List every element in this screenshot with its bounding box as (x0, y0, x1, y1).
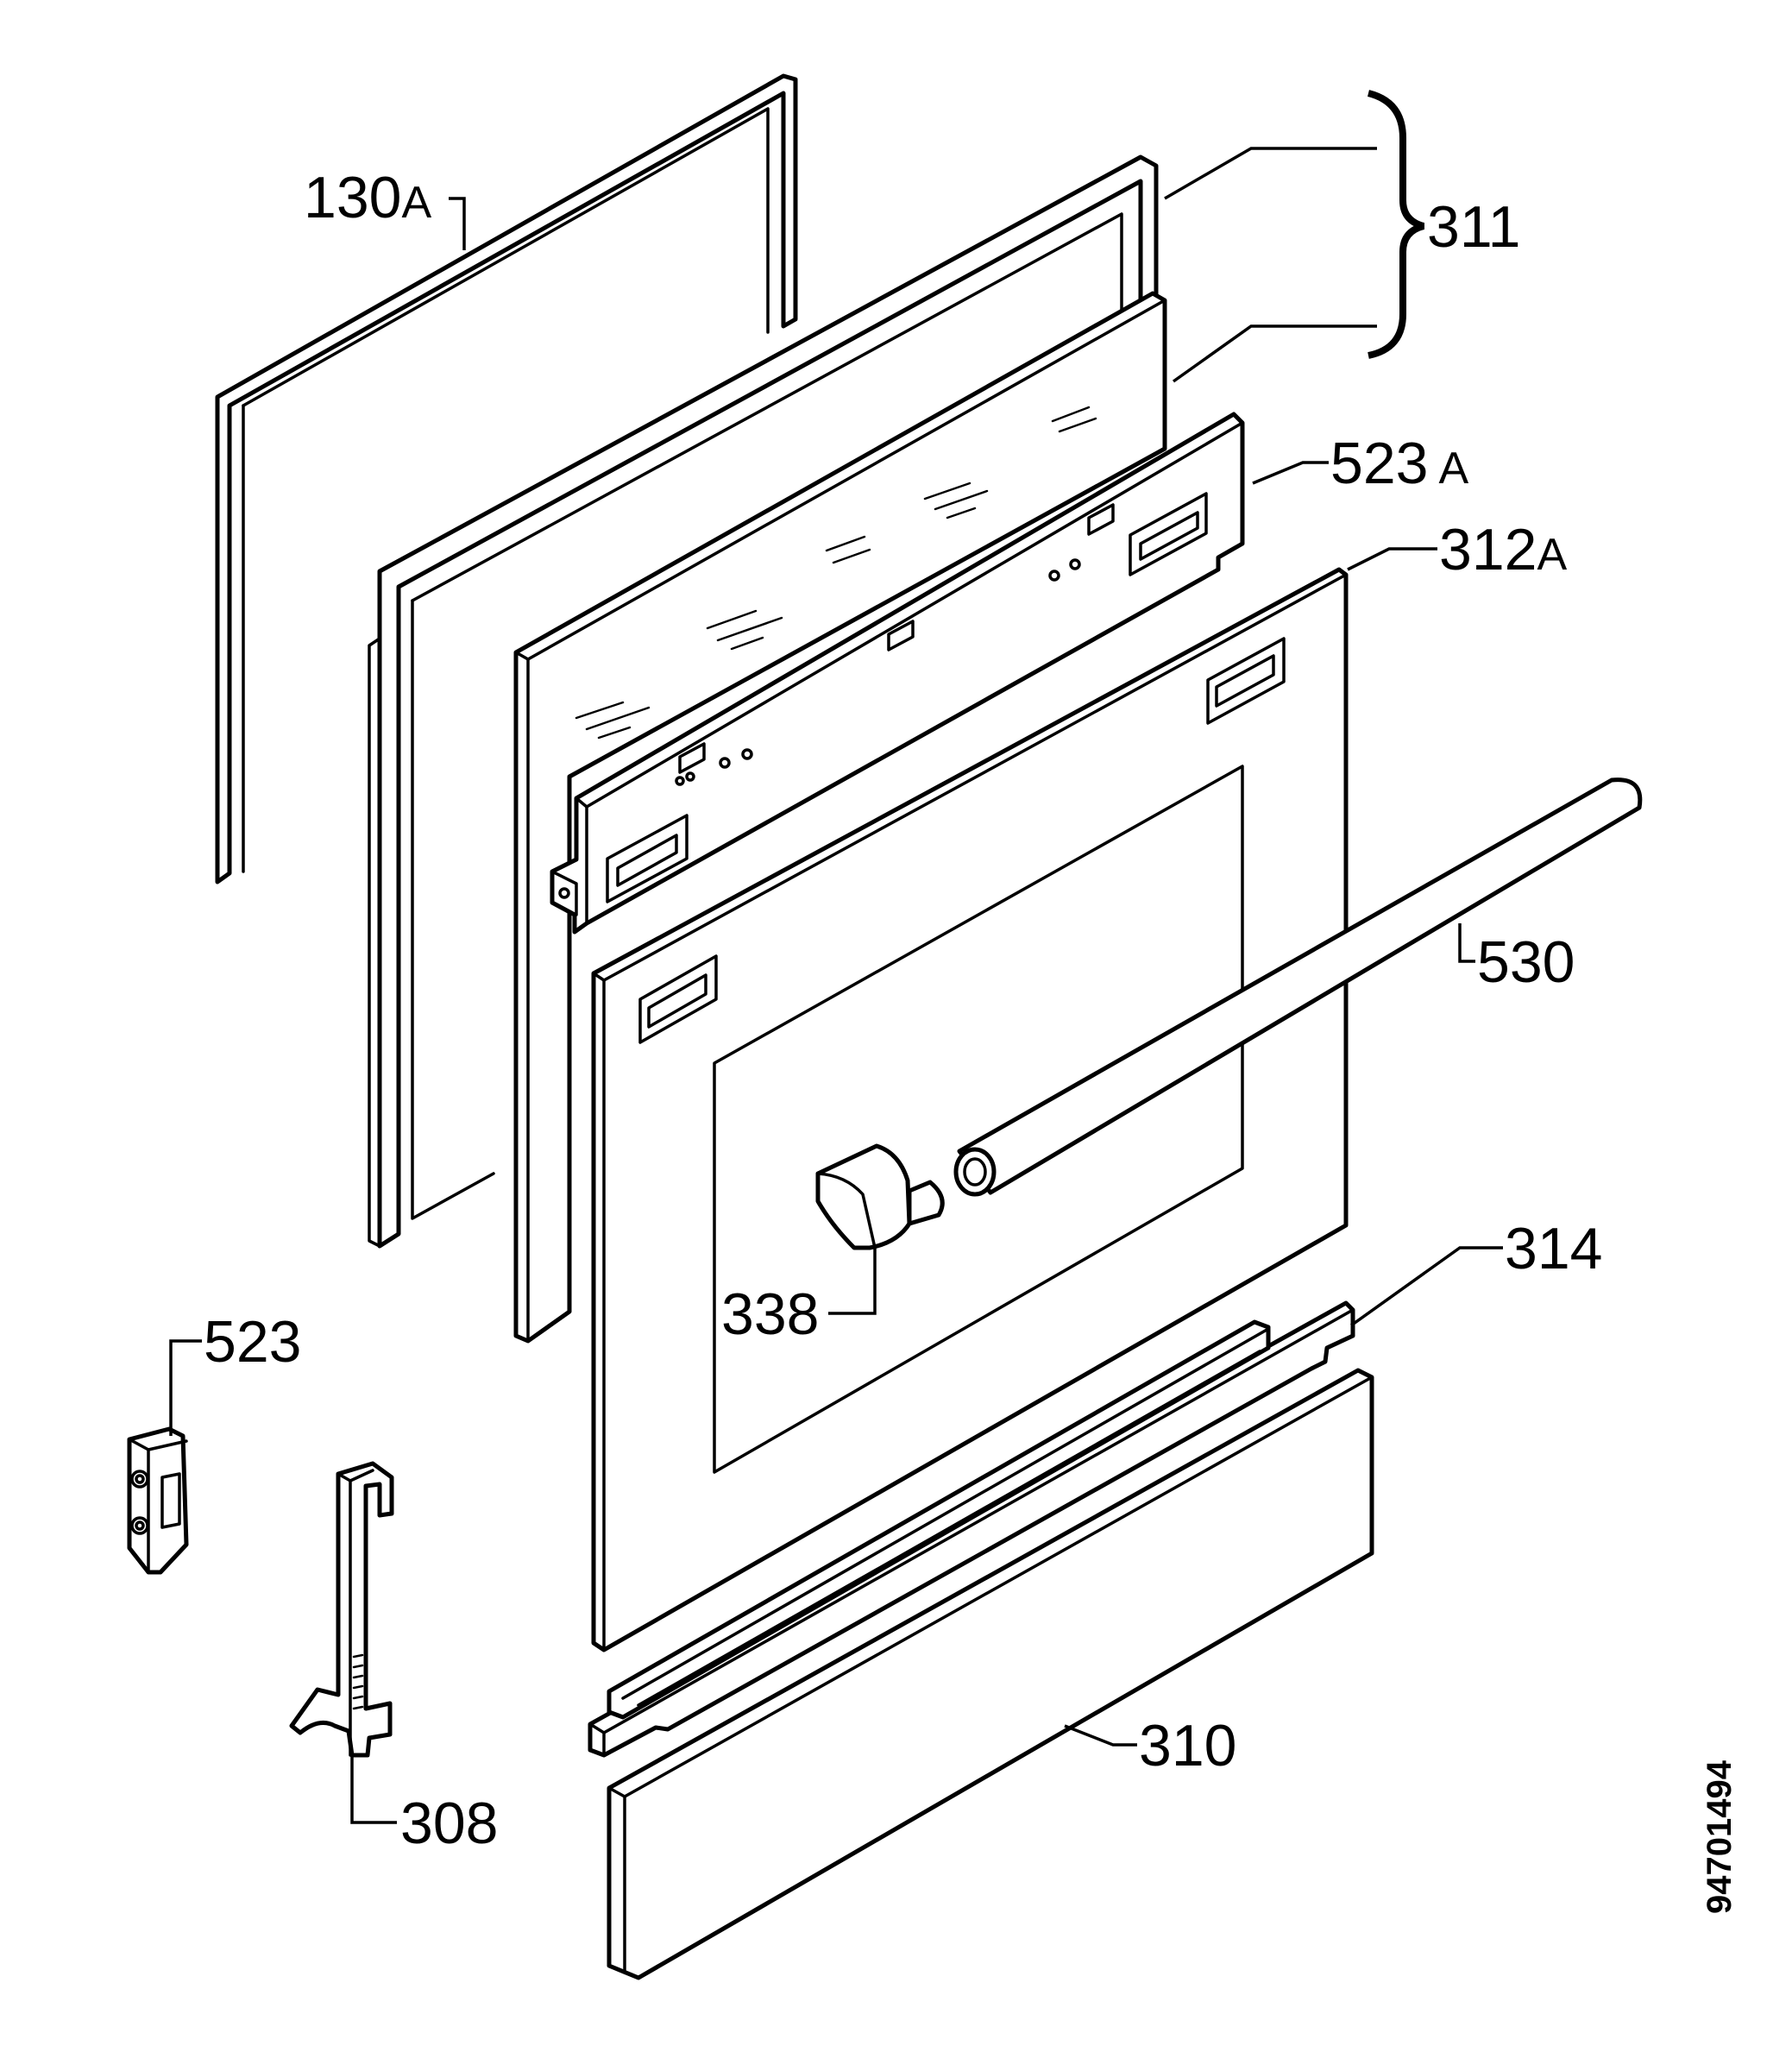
callout-310: 310 (1139, 1713, 1236, 1778)
top-trim-strip-part (550, 412, 1245, 935)
document-number: 94701494 (1701, 1759, 1739, 1914)
callout-530: 530 (1477, 929, 1575, 995)
leader-308 (350, 1755, 397, 1824)
callout-312a: 312A (1439, 517, 1567, 582)
leader-338 (828, 1248, 877, 1315)
hinge-plate-part (127, 1426, 189, 1575)
handle-end-cap-part (815, 1143, 945, 1250)
door-seal-frame-part (215, 73, 798, 884)
callout-314: 314 (1505, 1216, 1602, 1281)
callout-308: 308 (400, 1791, 498, 1856)
callout-130a: 130A (304, 165, 431, 230)
door-hinge-arm-part (289, 1461, 394, 1758)
leader-130a (449, 197, 466, 250)
leader-310 (1064, 1724, 1137, 1747)
inner-glass-pane-part (513, 291, 1167, 1344)
leader-523a (1252, 461, 1329, 485)
callout-338: 338 (721, 1281, 819, 1347)
callout-311: 311 (1427, 194, 1520, 260)
leader-314 (1349, 1246, 1503, 1327)
lower-seal-rail-part (588, 1300, 1355, 1758)
handle-bar-part (953, 777, 1643, 1197)
front-door-panel-part (591, 567, 1349, 1652)
leader-523 (169, 1339, 202, 1436)
leader-311-lower (1172, 324, 1377, 383)
leader-530 (1458, 923, 1475, 963)
brace-311 (1367, 90, 1425, 359)
callout-523: 523 (204, 1309, 301, 1375)
lower-kick-panel-part (607, 1368, 1374, 1980)
leader-311-upper (1164, 147, 1377, 200)
leader-312a (1347, 547, 1437, 571)
